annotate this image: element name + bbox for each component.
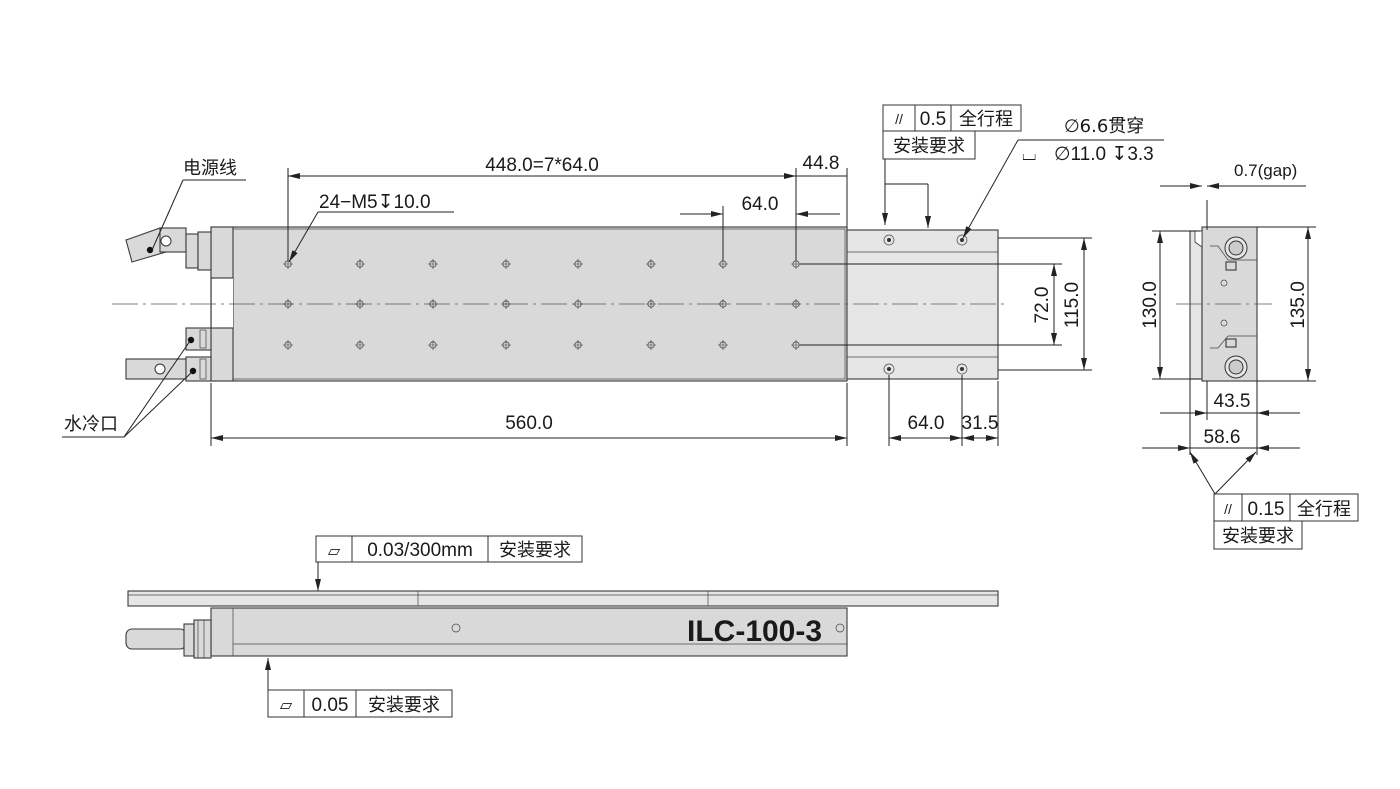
fcf-parallel-end: // 0.15 全行程 安装要求 — [1189, 451, 1359, 550]
parallelism-symbol-end: // — [1224, 501, 1232, 517]
hole-crosshair — [428, 299, 438, 309]
carriage-plate — [846, 229, 999, 380]
end-view: 0.7(gap) 130.0 135.0 43.5 58.6 — [1140, 161, 1359, 550]
side-rail — [127, 590, 999, 607]
fcf-flat-base-value: 0.05 — [312, 695, 349, 716]
callout-thru-hole: ∅6.6贯穿 — [1064, 116, 1144, 137]
hole-crosshair — [718, 340, 728, 350]
fcf-flat-rail-value: 0.03/300mm — [367, 540, 473, 561]
tapped-hole-grid — [283, 259, 801, 350]
hole-crosshair — [283, 259, 293, 269]
hole-crosshair — [573, 299, 583, 309]
depth-symbol: ↧ — [378, 192, 394, 213]
dim-pitch-total: 448.0=7*64.0 — [485, 155, 599, 176]
dim-end-height-right: 135.0 — [1288, 281, 1309, 329]
side-stator — [210, 607, 848, 657]
hole-crosshair — [428, 340, 438, 350]
water-cooling-ports — [125, 327, 212, 382]
flatness-symbol: ▱ — [328, 543, 341, 560]
fcf-parallel-top-note: 全行程 — [959, 109, 1013, 130]
flatness-symbol-2: ▱ — [280, 697, 293, 714]
hole-crosshair — [646, 299, 656, 309]
hole-crosshair — [791, 299, 801, 309]
dim-end-height-left: 130.0 — [1140, 281, 1161, 329]
label-water-cooling: 水冷口 — [64, 414, 118, 435]
dim-carriage-pitch: 64.0 — [908, 413, 945, 434]
fcf-parallel-end-req: 安装要求 — [1222, 526, 1294, 547]
hole-crosshair — [501, 259, 511, 269]
hole-crosshair — [355, 340, 365, 350]
top-view: 448.0=7*64.0 44.8 64.0 24−M5↧10.0 560.0 … — [62, 104, 1164, 446]
fcf-parallel-top: // 0.5 全行程 安装要求 — [882, 104, 1022, 228]
fcf-flat-rail-req: 安装要求 — [499, 540, 571, 561]
hole-crosshair — [573, 259, 583, 269]
fcf-parallel-end-value: 0.15 — [1248, 499, 1285, 520]
power-cable-connector — [125, 227, 212, 271]
hole-crosshair — [355, 299, 365, 309]
dim-carriage-edge: 31.5 — [962, 413, 999, 434]
hole-crosshair — [791, 259, 801, 269]
carriage-holes — [883, 234, 968, 375]
hole-crosshair — [718, 299, 728, 309]
callout-cbore: ∅11.0 ↧3.3 — [1054, 144, 1154, 165]
fcf-parallel-top-value: 0.5 — [920, 109, 946, 130]
dim-hole-row: 72.0 — [1032, 287, 1053, 324]
counterbore-symbol: ⌴ — [1022, 144, 1036, 164]
parallelism-symbol: // — [895, 111, 903, 127]
dim-end-width-a: 43.5 — [1214, 391, 1251, 412]
model-label: ILC-100-3 — [687, 615, 822, 648]
hole-crosshair — [283, 340, 293, 350]
dim-pitch: 64.0 — [742, 194, 779, 215]
side-view: ILC-100-3 ▱ 0.03/300mm 安装要求 ▱ 0.05 — [125, 535, 999, 718]
hole-crosshair — [646, 340, 656, 350]
fcf-flat-base-req: 安装要求 — [368, 695, 440, 716]
callout-tapped-holes: 24−M5↧10.0 — [319, 192, 431, 213]
hole-crosshair — [501, 299, 511, 309]
fcf-parallel-end-note: 全行程 — [1297, 499, 1351, 520]
hole-crosshair — [718, 259, 728, 269]
hole-crosshair — [791, 340, 801, 350]
label-power-cable: 电源线 — [183, 158, 237, 179]
depth-symbol-2: ↧ — [1111, 144, 1127, 165]
hole-crosshair — [573, 340, 583, 350]
hole-crosshair — [355, 259, 365, 269]
dim-gap: 0.7(gap) — [1234, 161, 1297, 180]
hole-crosshair — [428, 259, 438, 269]
counterbore-callout: ∅6.6贯穿 ⌴ ∅11.0 ↧3.3 — [962, 116, 1164, 239]
fcf-flat-base: ▱ 0.05 安装要求 — [265, 658, 453, 718]
hole-crosshair — [646, 259, 656, 269]
end-view-rail — [1189, 230, 1203, 380]
dim-end-width-b: 58.6 — [1204, 427, 1241, 448]
side-cable-connector — [125, 619, 212, 659]
hole-crosshair — [501, 340, 511, 350]
hole-crosshair — [283, 299, 293, 309]
dim-length: 560.0 — [505, 413, 553, 434]
fcf-flat-rail: ▱ 0.03/300mm 安装要求 — [315, 535, 583, 591]
dim-end-offset: 44.8 — [803, 153, 840, 174]
fcf-parallel-top-req: 安装要求 — [893, 136, 965, 157]
dim-rail-width: 115.0 — [1062, 282, 1083, 328]
